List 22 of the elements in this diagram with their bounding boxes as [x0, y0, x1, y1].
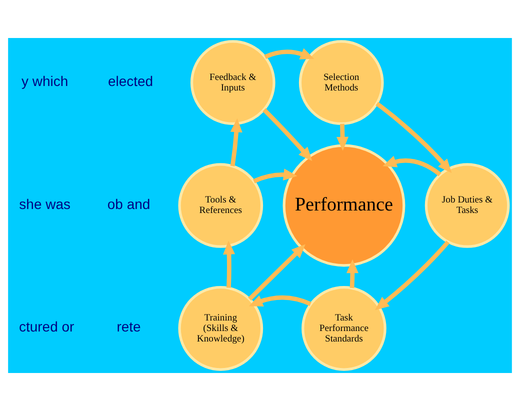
- arrow: [262, 108, 312, 161]
- node-circle: Task Performance Standards: [302, 286, 386, 371]
- arrow: [253, 168, 298, 184]
- arrow: [336, 124, 349, 151]
- arrow: [264, 48, 314, 60]
- node-circle: Job Duties & Tasks: [424, 163, 510, 248]
- arrow: [376, 102, 452, 174]
- node-circle: Feedback & Inputs: [190, 40, 276, 126]
- arrow: [248, 295, 312, 306]
- label: ob and: [107, 196, 150, 212]
- label: y which: [22, 72, 68, 89]
- arrow: [248, 244, 306, 301]
- arrow: [375, 240, 450, 310]
- label: ctured or: [18, 318, 74, 335]
- node-circle: Tools & References: [178, 163, 264, 248]
- label: she was: [19, 196, 70, 212]
- arrow: [382, 156, 442, 176]
- arrow: [230, 118, 242, 166]
- arrow: [223, 240, 236, 288]
- arrow: [346, 259, 358, 288]
- label: elected: [108, 72, 154, 89]
- label: rete: [116, 318, 141, 335]
